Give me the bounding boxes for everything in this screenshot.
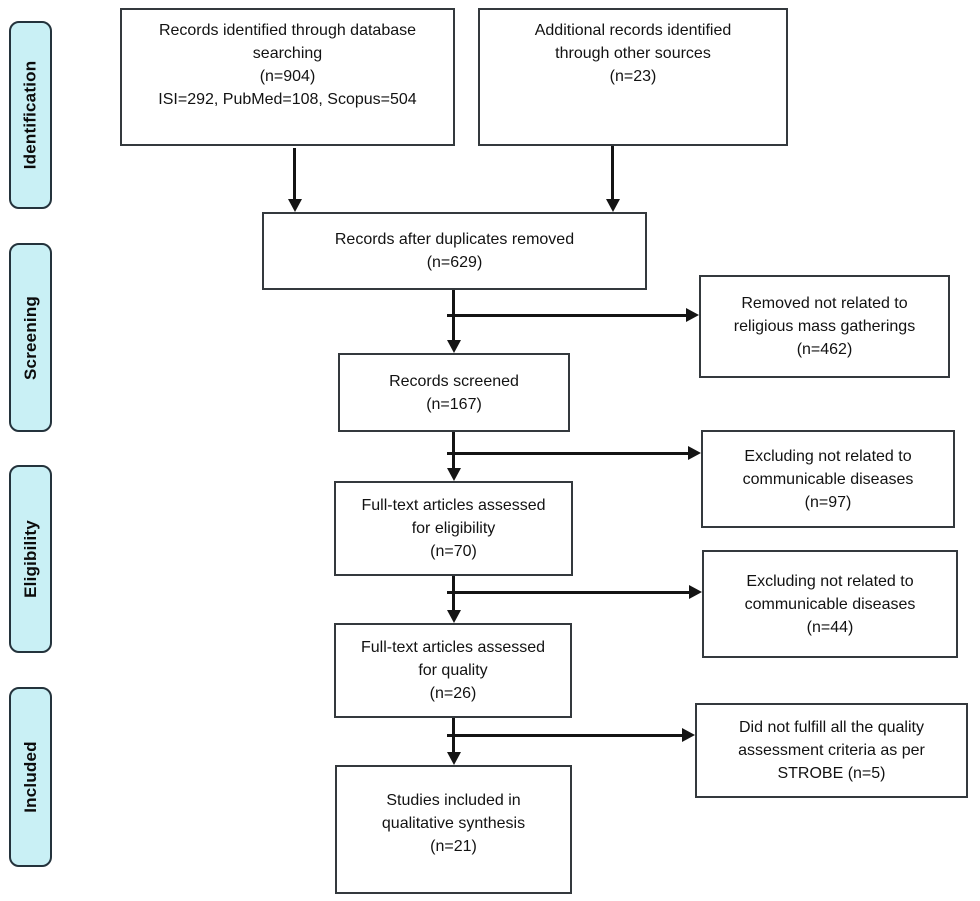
arrow-duplicates-to-screened-head: [447, 340, 461, 353]
stage-label-identification: Identification: [9, 21, 52, 209]
arrow-branch-excluding44-line: [447, 591, 690, 594]
arrow-other-to-duplicates-line: [611, 146, 614, 200]
stage-label-included: Included: [9, 687, 52, 867]
box-removed-not-related: Removed not related to religious mass ga…: [699, 275, 950, 378]
box-strobe-criteria: Did not fulfill all the quality assessme…: [695, 703, 968, 798]
arrow-db-to-duplicates-head: [288, 199, 302, 212]
stage-label-screening-text: Screening: [20, 295, 40, 380]
box-excluding-communicable-44-text: Excluding not related to communicable di…: [744, 572, 916, 636]
box-fulltext-eligibility: Full-text articles assessed for eligibil…: [334, 481, 573, 576]
box-excluding-communicable-97-text: Excluding not related to communicable di…: [742, 447, 914, 511]
arrow-branch-excluding97-head: [688, 446, 701, 460]
stage-label-eligibility-text: Eligibility: [20, 520, 40, 598]
box-records-identified-db-text: Records identified through database sear…: [158, 22, 417, 108]
arrow-branch-removed-head: [686, 308, 699, 322]
arrow-screened-to-eligibility-head: [447, 468, 461, 481]
box-fulltext-eligibility-text: Full-text articles assessed for eligibil…: [361, 497, 546, 560]
arrow-branch-excluding44-head: [689, 585, 702, 599]
box-records-after-duplicates: Records after duplicates removed (n=629): [262, 212, 647, 290]
stage-label-included-text: Included: [20, 741, 40, 813]
stage-label-identification-text: Identification: [20, 60, 40, 170]
arrow-screened-to-eligibility-line: [452, 432, 455, 469]
box-records-after-duplicates-text: Records after duplicates removed (n=629): [334, 231, 575, 271]
box-studies-included-text: Studies included in qualitative synthesi…: [381, 792, 526, 855]
stage-label-screening: Screening: [9, 243, 52, 432]
arrow-branch-strobe-head: [682, 728, 695, 742]
box-records-screened: Records screened (n=167): [338, 353, 570, 432]
arrow-branch-excluding97-line: [447, 452, 689, 455]
stage-label-eligibility: Eligibility: [9, 465, 52, 653]
box-additional-records: Additional records identified through ot…: [478, 8, 788, 146]
arrow-branch-removed-line: [447, 314, 687, 317]
box-studies-included: Studies included in qualitative synthesi…: [335, 765, 572, 894]
box-additional-records-text: Additional records identified through ot…: [534, 22, 732, 85]
box-strobe-criteria-text: Did not fulfill all the quality assessme…: [738, 719, 925, 782]
box-excluding-communicable-97: Excluding not related to communicable di…: [701, 430, 955, 528]
box-removed-not-related-text: Removed not related to religious mass ga…: [733, 295, 916, 358]
arrow-quality-to-included-head: [447, 752, 461, 765]
box-records-screened-text: Records screened (n=167): [389, 372, 519, 413]
box-excluding-communicable-44: Excluding not related to communicable di…: [702, 550, 958, 658]
arrow-branch-strobe-line: [447, 734, 683, 737]
arrow-eligibility-to-quality-head: [447, 610, 461, 623]
arrow-db-to-duplicates-line: [293, 148, 296, 200]
box-fulltext-quality: Full-text articles assessed for quality …: [334, 623, 572, 718]
box-records-identified-db: Records identified through database sear…: [120, 8, 455, 146]
arrow-other-to-duplicates-head: [606, 199, 620, 212]
box-fulltext-quality-text: Full-text articles assessed for quality …: [360, 639, 546, 702]
